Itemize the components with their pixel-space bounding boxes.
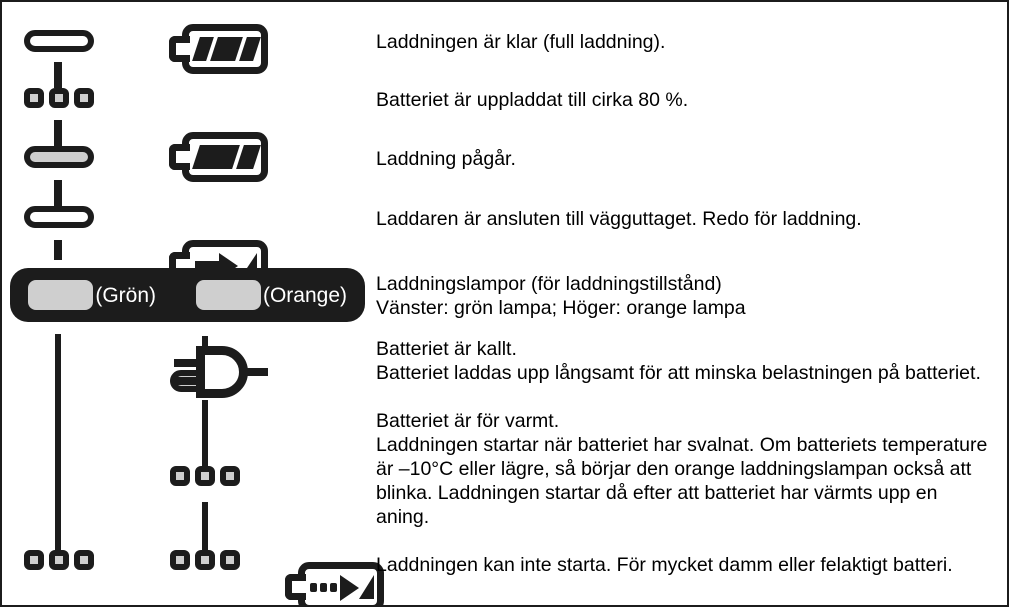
blink-dot (24, 88, 44, 108)
description-battery-too-hot: Batteriet är för varmt. Laddningen start… (376, 410, 988, 528)
blink-dot (170, 466, 190, 486)
lamp-legend-bar: (Grön) (Orange) (10, 268, 365, 322)
blink-dot (49, 88, 69, 108)
orange-lamp-swatch (195, 280, 261, 310)
green-lamp-label: (Grön) (95, 283, 157, 307)
battery-terminal (169, 36, 190, 62)
description-full-charge: Laddningen är klar (full laddning). (376, 31, 666, 53)
orange-column-connector-bottom (202, 502, 208, 550)
green-lamp-state-cannot-start (24, 550, 94, 570)
power-plug-icon (174, 346, 270, 398)
lamp-legend-caption-line1: Laddningslampor (för laddningstillstånd) (376, 273, 722, 295)
green-column-connector-3 (54, 180, 62, 206)
lamp-legend-caption-line2: Vänster: grön lampa; Höger: orange lampa (376, 297, 746, 319)
blink-dot (170, 550, 190, 570)
blink-dot (74, 550, 94, 570)
description-connected: Laddaren är ansluten till vägguttaget. R… (376, 208, 862, 230)
blink-dot (24, 550, 44, 570)
green-column-connector-1 (54, 62, 62, 88)
green-lamp-state-full-charge (24, 30, 94, 52)
battery-80-icon (169, 132, 268, 182)
battery-fill (189, 31, 261, 67)
battery-terminal (285, 574, 306, 600)
battery-fill (189, 139, 261, 175)
green-lamp-state-charging (24, 146, 94, 168)
description-cannot-start: Laddningen kan inte starta. För mycket d… (376, 554, 953, 576)
battery-full-icon (169, 24, 268, 74)
orange-lamp-state-cannot-start (170, 550, 240, 570)
green-lamp-state-eighty-percent (24, 88, 94, 108)
green-lamp-swatch (28, 280, 94, 310)
battery-slow-charge-icon (285, 562, 384, 605)
blink-dot (195, 550, 215, 570)
battery-terminal (169, 144, 190, 170)
green-column-connector-2 (54, 120, 62, 146)
plug-prong (174, 359, 200, 367)
description-eighty-percent: Batteriet är uppladdat till cirka 80 %. (376, 89, 689, 111)
blink-dot (220, 550, 240, 570)
blink-dot (74, 88, 94, 108)
description-battery-cold: Batteriet är kallt. Batteriet laddas upp… (376, 338, 981, 384)
blink-dot (195, 466, 215, 486)
green-column-connector-4 (54, 240, 62, 260)
blink-dot (49, 550, 69, 570)
battery-fill (305, 569, 377, 605)
orange-lamp-state-battery-too-hot (170, 466, 240, 486)
green-lamp-state-connected (24, 206, 94, 228)
orange-column-connector-mid (202, 400, 208, 466)
plug-cable (246, 368, 268, 376)
orange-lamp-label: (Orange) (262, 283, 347, 307)
plug-body (196, 346, 248, 398)
description-charging: Laddning pågår. (376, 148, 516, 170)
green-column-rail (55, 334, 61, 550)
plug-prong (174, 377, 200, 385)
blink-dot (220, 466, 240, 486)
